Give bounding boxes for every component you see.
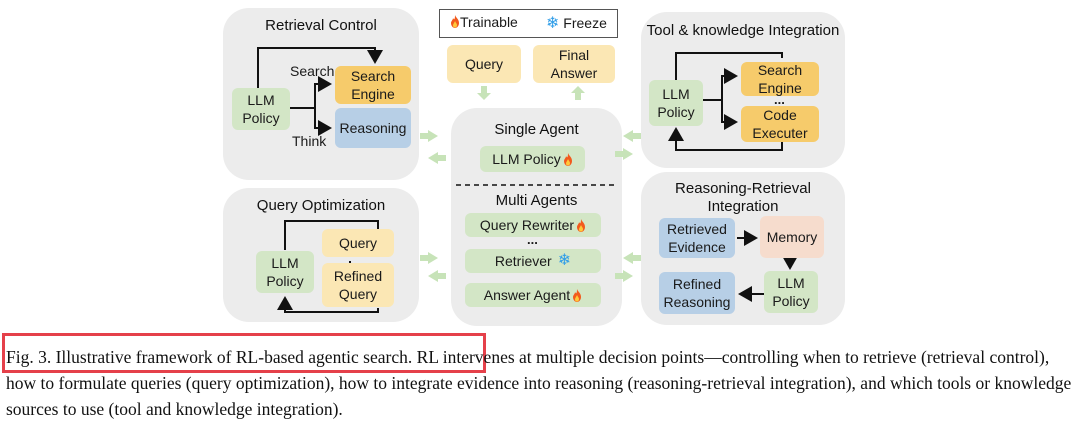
rr-memory: Memory bbox=[760, 216, 824, 258]
single-agent-title: Single Agent bbox=[494, 121, 579, 138]
figure-caption: Fig. 3. Illustrative framework of RL-bas… bbox=[6, 344, 1076, 422]
rr-retrieved-evidence: Retrieved Evidence bbox=[659, 218, 735, 258]
fire-icon bbox=[573, 288, 582, 302]
snowflake-icon: ❄ bbox=[557, 252, 572, 269]
fire-icon bbox=[577, 218, 586, 232]
answer-agent-box: Answer Agent bbox=[465, 283, 601, 307]
tk-llm-policy: LLM Policy bbox=[649, 80, 703, 126]
freeze-label: Freeze bbox=[563, 15, 607, 31]
rc-loop-arrow bbox=[257, 47, 383, 90]
single-llm-policy: LLM Policy bbox=[480, 146, 585, 172]
reasoning-retrieval-title: Reasoning-Retrieval Integration bbox=[675, 180, 811, 215]
tk-code-arrow bbox=[721, 100, 738, 130]
retriever-label: Retriever bbox=[494, 253, 552, 269]
rc-llm-policy: LLM Policy bbox=[232, 88, 290, 130]
answer-agent-label: Answer Agent bbox=[483, 287, 571, 303]
rc-think-label: Think bbox=[292, 133, 327, 149]
multi-agents-title: Multi Agents bbox=[495, 192, 578, 209]
rr-refined-reasoning: Refined Reasoning bbox=[659, 272, 735, 314]
center-dots: ... bbox=[527, 232, 538, 247]
tk-search-engine: Search Engine bbox=[741, 62, 819, 96]
rc-reasoning: Reasoning bbox=[335, 108, 411, 148]
qo-refined-query: Refined Query bbox=[322, 263, 394, 307]
tk-bottom-arrow bbox=[668, 127, 783, 151]
query-input-box: Query bbox=[447, 45, 521, 83]
legend-freeze: ❄ Freeze bbox=[546, 13, 607, 33]
snowflake-icon: ❄ bbox=[546, 15, 560, 32]
qo-top-line bbox=[284, 220, 379, 250]
query-rewriter-label: Query Rewriter bbox=[479, 217, 575, 233]
caption-highlight-box bbox=[2, 333, 486, 373]
fire-icon bbox=[451, 15, 459, 28]
qo-bottom-arrow bbox=[277, 296, 379, 313]
caption-fig-label: Fig. 3. Illustrative framework of RL-bas… bbox=[6, 347, 413, 367]
qo-llm-policy: LLM Policy bbox=[256, 251, 314, 293]
query-rewriter-box: Query Rewriter bbox=[465, 213, 601, 237]
rc-search-engine: Search Engine bbox=[335, 66, 411, 104]
single-llm-policy-label: LLM Policy bbox=[492, 151, 561, 167]
tool-integration-title: Tool & knowledge Integration bbox=[646, 22, 840, 39]
legend-box bbox=[439, 9, 618, 38]
fire-icon bbox=[563, 152, 572, 166]
tk-code-executer: Code Executer bbox=[741, 106, 819, 142]
rc-search-arrow bbox=[289, 76, 332, 109]
retriever-box: Retriever ❄ bbox=[465, 249, 601, 273]
retrieval-control-title: Retrieval Control bbox=[265, 17, 377, 34]
rc-search-label: Search bbox=[290, 63, 335, 79]
tk-dots: ... bbox=[774, 92, 785, 107]
tk-search-arrow bbox=[702, 68, 738, 101]
caption-body: RL intervenes at multiple decision point… bbox=[6, 347, 1072, 419]
rr-llm-policy: LLM Policy bbox=[764, 271, 818, 313]
qo-query: Query bbox=[322, 229, 394, 257]
rc-think-arrow bbox=[314, 108, 332, 136]
query-optimization-title: Query Optimization bbox=[256, 197, 386, 214]
green-arrows bbox=[420, 86, 641, 282]
legend-trainable: Trainable bbox=[448, 14, 518, 30]
tk-top-line bbox=[675, 52, 783, 80]
trainable-label: Trainable bbox=[460, 14, 518, 30]
final-answer-box: Final Answer bbox=[533, 45, 615, 83]
